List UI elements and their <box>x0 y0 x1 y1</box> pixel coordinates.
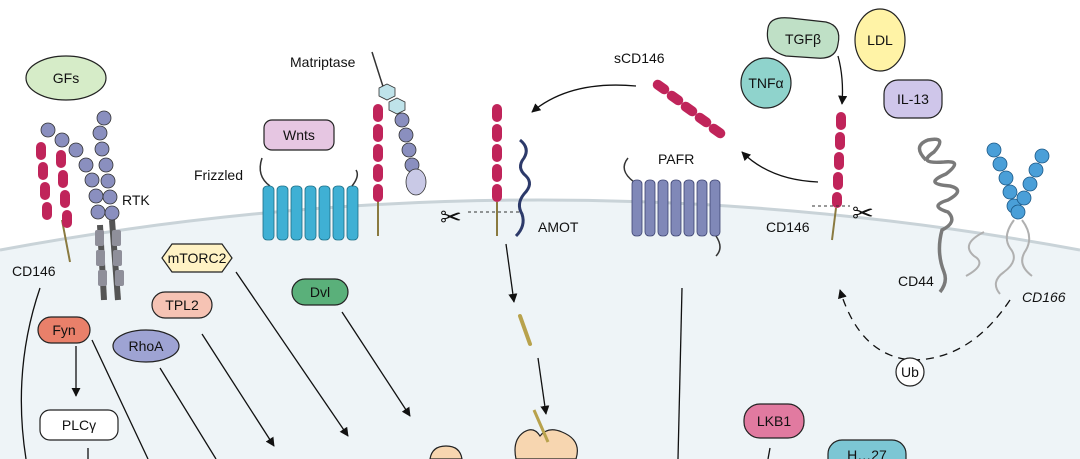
scissors-icon-right: ✂ <box>852 199 874 229</box>
scd146-fragment <box>652 79 726 139</box>
scissors-icon: ✂ <box>440 203 462 233</box>
scd146-label: sCD146 <box>614 50 665 66</box>
rtk-receptor <box>36 110 124 301</box>
rhoa-label: RhoA <box>128 338 164 354</box>
frizzled-receptor <box>259 157 359 241</box>
mtorc2-arrow <box>235 271 349 437</box>
ub-node: Ub <box>895 357 925 387</box>
tnfa-label: TNFα <box>748 75 783 91</box>
dvl-label: Dvl <box>310 284 330 300</box>
cd44-label: CD44 <box>898 273 934 289</box>
cell-body <box>0 200 1080 459</box>
cd146-to-scd146-arrow <box>741 151 819 183</box>
tpl2-label: TPL2 <box>165 297 199 313</box>
pafr-receptor <box>623 157 721 257</box>
gfs-ligand: GFs <box>25 55 107 101</box>
svg-text:✂: ✂ <box>852 199 874 229</box>
plcg-label: PLCγ <box>62 417 96 433</box>
lkb1-down-line <box>767 447 771 459</box>
center-arrow-2 <box>537 357 550 415</box>
cd146-cytoplasm-line <box>20 287 41 459</box>
amot-label: AMOT <box>538 219 579 235</box>
ldl-label: LDL <box>867 32 893 48</box>
il13-ligand: IL-13 <box>883 79 943 119</box>
center-arrow-1 <box>505 243 518 303</box>
cd166-receptor <box>965 142 1050 295</box>
mtorc2-label: mTORC2 <box>168 250 227 266</box>
lkb1-node: LKB1 <box>743 403 805 439</box>
amot-protein <box>514 138 531 238</box>
plcg-node: PLCγ <box>39 409 119 441</box>
cleaved-fragment <box>518 314 532 346</box>
rtk-label: RTK <box>122 192 150 208</box>
lkb1-label: LKB1 <box>757 413 791 429</box>
tgfb-label: TGFβ <box>785 31 821 47</box>
scd146-to-amot-arrow <box>531 84 637 113</box>
tgfb-ligand: TGFβ <box>766 17 840 59</box>
matriptase-complex <box>371 51 427 236</box>
wnts-label: Wnts <box>283 127 315 143</box>
pafr-label: PAFR <box>658 151 694 167</box>
cd166-label: CD166 <box>1022 289 1066 305</box>
right-cd146 <box>812 112 850 241</box>
pafr-down-line <box>677 287 683 459</box>
dvl-node: Dvl <box>291 278 349 306</box>
wnts-ligand: Wnts <box>263 119 335 151</box>
ub-label: Ub <box>901 364 919 380</box>
gfs-label: GFs <box>53 70 79 86</box>
fyn-label: Fyn <box>52 322 75 338</box>
center-cd146 <box>468 104 520 236</box>
rhoa-node: RhoA <box>112 329 180 363</box>
partial-node: H…27 <box>827 439 907 459</box>
frizzled-label: Frizzled <box>194 167 243 183</box>
cell-membrane <box>0 198 1080 252</box>
tgfb-to-cd146-arrow <box>837 55 848 105</box>
svg-text:✂: ✂ <box>440 203 462 233</box>
cd146-left-label: CD146 <box>12 263 56 279</box>
partial-node-label: H…27 <box>847 447 887 459</box>
il13-label: IL-13 <box>897 91 929 107</box>
tnfa-ligand: TNFα <box>740 57 792 109</box>
nuclear-complex <box>429 409 578 459</box>
dvl-arrow <box>341 311 411 417</box>
fyn-right-line <box>91 339 149 459</box>
tpl2-arrow <box>201 333 275 447</box>
mtorc2-node: mTORC2 <box>161 243 233 273</box>
cd146-right-label: CD146 <box>766 219 810 235</box>
matriptase-label: Matriptase <box>290 54 356 70</box>
fyn-node: Fyn <box>37 316 91 344</box>
ldl-ligand: LDL <box>854 8 906 72</box>
rhoa-line <box>159 367 217 459</box>
cd44-protein <box>917 137 960 294</box>
tpl2-node: TPL2 <box>151 291 213 319</box>
